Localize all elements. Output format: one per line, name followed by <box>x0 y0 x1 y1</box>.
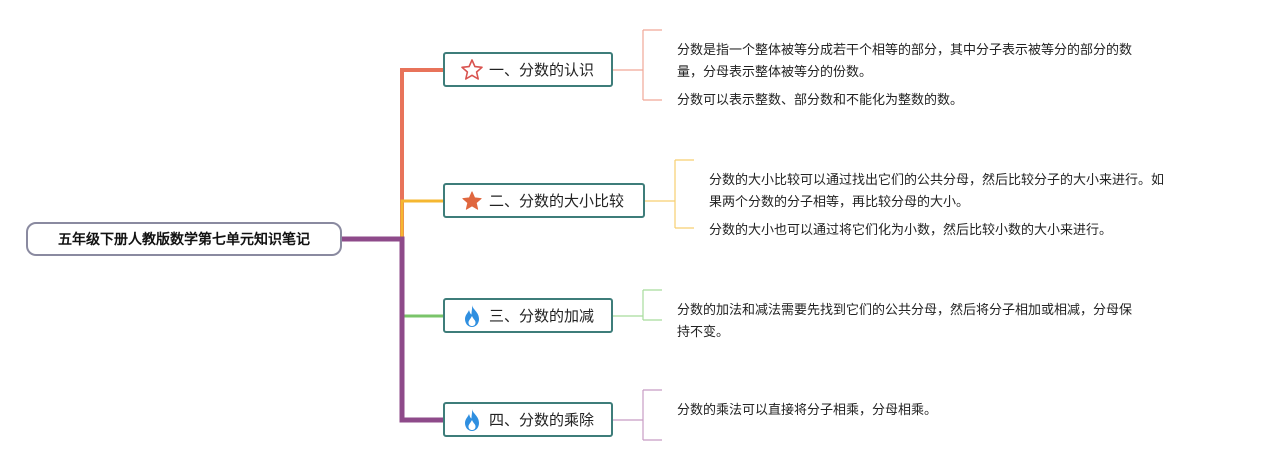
note-comparison-common-denominator: 分数的大小比较可以通过找出它们的公共分母，然后比较分子的大小来进行。如 果两个分… <box>709 170 1164 214</box>
note-line: 分数的加法和减法需要先找到它们的公共分母，然后将分子相加或相减，分母保 <box>677 303 1133 318</box>
star-filled-icon <box>459 189 485 213</box>
root-topic[interactable]: 五年级下册人教版数学第七单元知识笔记 <box>26 222 342 256</box>
note-line: 分数的大小比较可以通过找出它们的公共分母，然后比较分子的大小来进行。如 <box>709 173 1165 188</box>
topic-label: 三、分数的加减 <box>489 307 595 325</box>
flame-icon <box>459 408 485 432</box>
flame-icon <box>459 304 485 328</box>
note-line: 分数的乘法可以直接将分子相乘，分母相乘。 <box>677 403 938 418</box>
note-fraction-representation: 分数可以表示整数、部分数和不能化为整数的数。 <box>677 90 963 112</box>
note-comparison-decimal: 分数的大小也可以通过将它们化为小数，然后比较小数的大小来进行。 <box>709 220 1112 242</box>
note-fraction-definition: 分数是指一个整体被等分成若干个相等的部分，其中分子表示被等分的部分的数 量，分母… <box>677 40 1132 84</box>
connector-root-branch-2 <box>342 199 443 241</box>
root-topic-label: 五年级下册人教版数学第七单元知识笔记 <box>58 232 310 248</box>
note-line: 分数可以表示整数、部分数和不能化为整数的数。 <box>677 93 964 108</box>
topic-label: 四、分数的乘除 <box>489 411 595 429</box>
connector-branch-4-notes <box>613 389 662 441</box>
topic-label: 二、分数的大小比较 <box>489 192 625 210</box>
connector-root-branch-1 <box>342 68 443 241</box>
note-line: 分数是指一个整体被等分成若干个相等的部分，其中分子表示被等分的部分的数 <box>677 43 1133 58</box>
topic-fraction-multiply-divide[interactable]: 四、分数的乘除 <box>443 402 613 437</box>
topic-fraction-comparison[interactable]: 二、分数的大小比较 <box>443 183 645 218</box>
connector-root-branch-4 <box>342 236 443 423</box>
note-line: 持不变。 <box>677 325 730 340</box>
note-line: 果两个分数的分子相等，再比较分母的大小。 <box>709 195 970 210</box>
star-outline-icon <box>459 58 485 82</box>
note-line: 量，分母表示整体被等分的份数。 <box>677 65 873 80</box>
connector-branch-1-notes <box>613 29 662 101</box>
topic-fraction-concept[interactable]: 一、分数的认识 <box>443 52 613 87</box>
note-add-subtract-rule: 分数的加法和减法需要先找到它们的公共分母，然后将分子相加或相减，分母保 持不变。 <box>677 300 1132 344</box>
connector-branch-3-notes <box>613 289 662 321</box>
topic-fraction-add-subtract[interactable]: 三、分数的加减 <box>443 298 613 333</box>
connector-branch-2-notes <box>645 159 694 229</box>
note-multiply-rule: 分数的乘法可以直接将分子相乘，分母相乘。 <box>677 400 937 422</box>
topic-label: 一、分数的认识 <box>489 61 595 79</box>
note-line: 分数的大小也可以通过将它们化为小数，然后比较小数的大小来进行。 <box>709 223 1113 238</box>
connector-root-branch-3 <box>342 237 443 318</box>
